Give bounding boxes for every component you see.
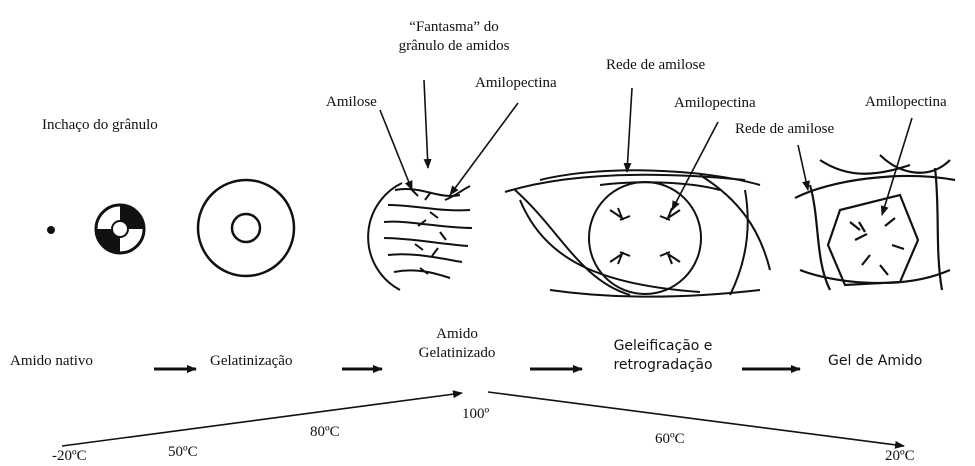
swollen-granule-icon	[198, 180, 294, 276]
amylose-network-label-1: Rede de amilose	[606, 57, 705, 74]
amylopectin-label-1: Amilopectina	[475, 75, 557, 92]
temp-label-100: 100º	[462, 406, 489, 423]
temp-label-60: 60ºC	[655, 431, 685, 448]
stage-starch-gel: Gel de Amido	[828, 353, 922, 370]
amylopectin-label-3: Amilopectina	[865, 94, 947, 111]
native-granule-dot	[47, 226, 55, 234]
amylose-network-label-2: Rede de amilose	[735, 121, 834, 138]
swelling-granule-label: Inchaço do grânulo	[42, 117, 158, 134]
temp-label-50: 50ºC	[168, 444, 198, 461]
starch-gel-icon	[795, 155, 955, 290]
swelling-granule-icon	[96, 205, 144, 253]
amylose-label: Amilose	[326, 94, 377, 111]
temp-label-minus20: -20ºC	[52, 448, 87, 465]
granule-ghost-icon	[368, 183, 472, 290]
amylopectin-label-2: Amilopectina	[674, 95, 756, 112]
stage-gelatinized-starch: Amido Gelatinizado	[419, 325, 496, 363]
stage-retrogradation: Geleificação e retrogradação	[613, 337, 712, 375]
stage-gelatinization: Gelatinização	[210, 353, 292, 370]
amylose-network-icon	[505, 170, 770, 296]
granule-ghost-label: “Fantasma” do grânulo de amidos	[399, 18, 510, 56]
stage-native-starch: Amido nativo	[10, 353, 93, 370]
temp-label-80: 80ºC	[310, 424, 340, 441]
temp-label-20: 20ºC	[885, 448, 915, 465]
